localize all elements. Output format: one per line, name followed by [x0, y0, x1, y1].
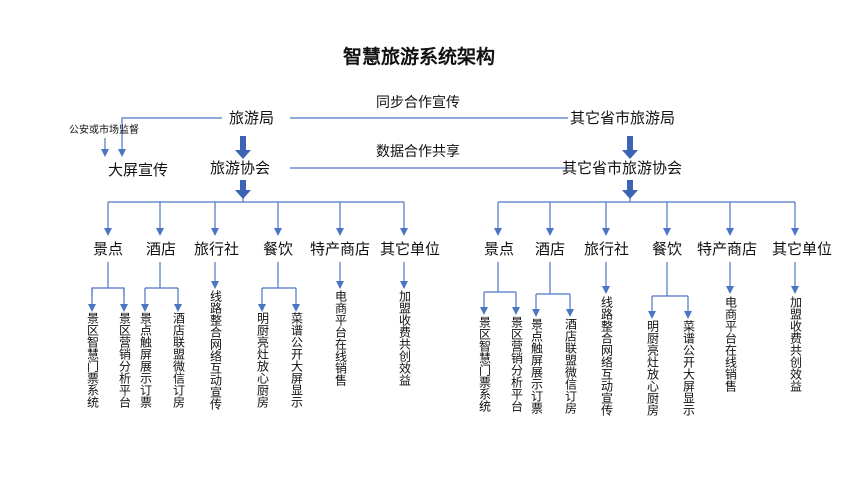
left-cat-scenic: 景点	[93, 240, 124, 258]
left-sub-touchscreen-ticketing: 景点触屏展示订票	[138, 312, 153, 408]
left-sub-open-kitchen: 明厨亮灶放心厨房	[255, 312, 270, 408]
right-sub-touchscreen-ticketing: 景点触屏展示订票	[529, 318, 544, 414]
right-sub-route-promotion: 线路整合网络互动宣传	[599, 296, 614, 416]
left-sub-marketing-analytics: 景区营销分析平台	[117, 312, 132, 408]
right-sub-marketing-analytics: 景区营销分析平台	[509, 316, 524, 412]
right-cat-hotel: 酒店	[535, 240, 566, 258]
right-sub-menu-display: 菜谱公开大屏显示	[681, 320, 696, 416]
left-sub-franchise-benefit: 加盟收费共创效益	[397, 290, 412, 386]
other-association-node: 其它省市旅游协会	[562, 159, 683, 177]
other-association-to-tree-arrow	[622, 180, 638, 199]
right-sub-ticket-system: 景区智慧门票系统	[477, 316, 492, 412]
other-bureau-to-association-arrow	[622, 136, 638, 159]
left-cat-agency: 旅行社	[194, 240, 240, 258]
left-cat-other-units: 其它单位	[380, 240, 441, 258]
right-cat-specialty-store: 特产商店	[697, 240, 758, 258]
sync-link-label: 同步合作宣传	[376, 95, 460, 111]
left-cat-specialty-store: 特产商店	[310, 240, 371, 258]
right-sub-open-kitchen: 明厨亮灶放心厨房	[645, 320, 660, 416]
left-cat-hotel: 酒店	[146, 240, 177, 258]
big-screen-node: 大屏宣传	[108, 161, 169, 179]
police-node: 公安或市场监督	[69, 125, 139, 136]
tourism-bureau-node: 旅游局	[229, 109, 275, 127]
right-sub-hotel-wechat-booking: 酒店联盟微信订房	[563, 318, 578, 414]
tourism-association-node: 旅游协会	[210, 159, 271, 177]
right-sub-ecommerce-sales: 电商平台在线销售	[723, 296, 738, 392]
right-cat-agency: 旅行社	[584, 240, 630, 258]
left-sub-hotel-wechat-booking: 酒店联盟微信订房	[171, 312, 186, 408]
right-cat-dining: 餐饮	[652, 240, 683, 258]
left-sub-route-promotion: 线路整合网络互动宣传	[208, 290, 223, 410]
left-sub-menu-display: 菜谱公开大屏显示	[289, 312, 304, 408]
association-to-tree-arrow	[235, 180, 251, 199]
left-sub-ticket-system: 景区智慧门票系统	[85, 312, 100, 408]
right-cat-scenic: 景点	[484, 240, 515, 258]
bureau-to-association-arrow	[235, 136, 251, 159]
right-sub-franchise-benefit: 加盟收费共创效益	[788, 296, 803, 392]
other-bureau-node: 其它省市旅游局	[570, 109, 676, 127]
data-link-label: 数据合作共享	[376, 144, 460, 160]
left-sub-ecommerce-sales: 电商平台在线销售	[333, 290, 348, 386]
right-cat-other-units: 其它单位	[772, 240, 833, 258]
bureau-to-screen-line	[118, 117, 222, 157]
left-cat-dining: 餐饮	[263, 240, 294, 258]
diagram-title: 智慧旅游系统架构	[343, 46, 496, 68]
